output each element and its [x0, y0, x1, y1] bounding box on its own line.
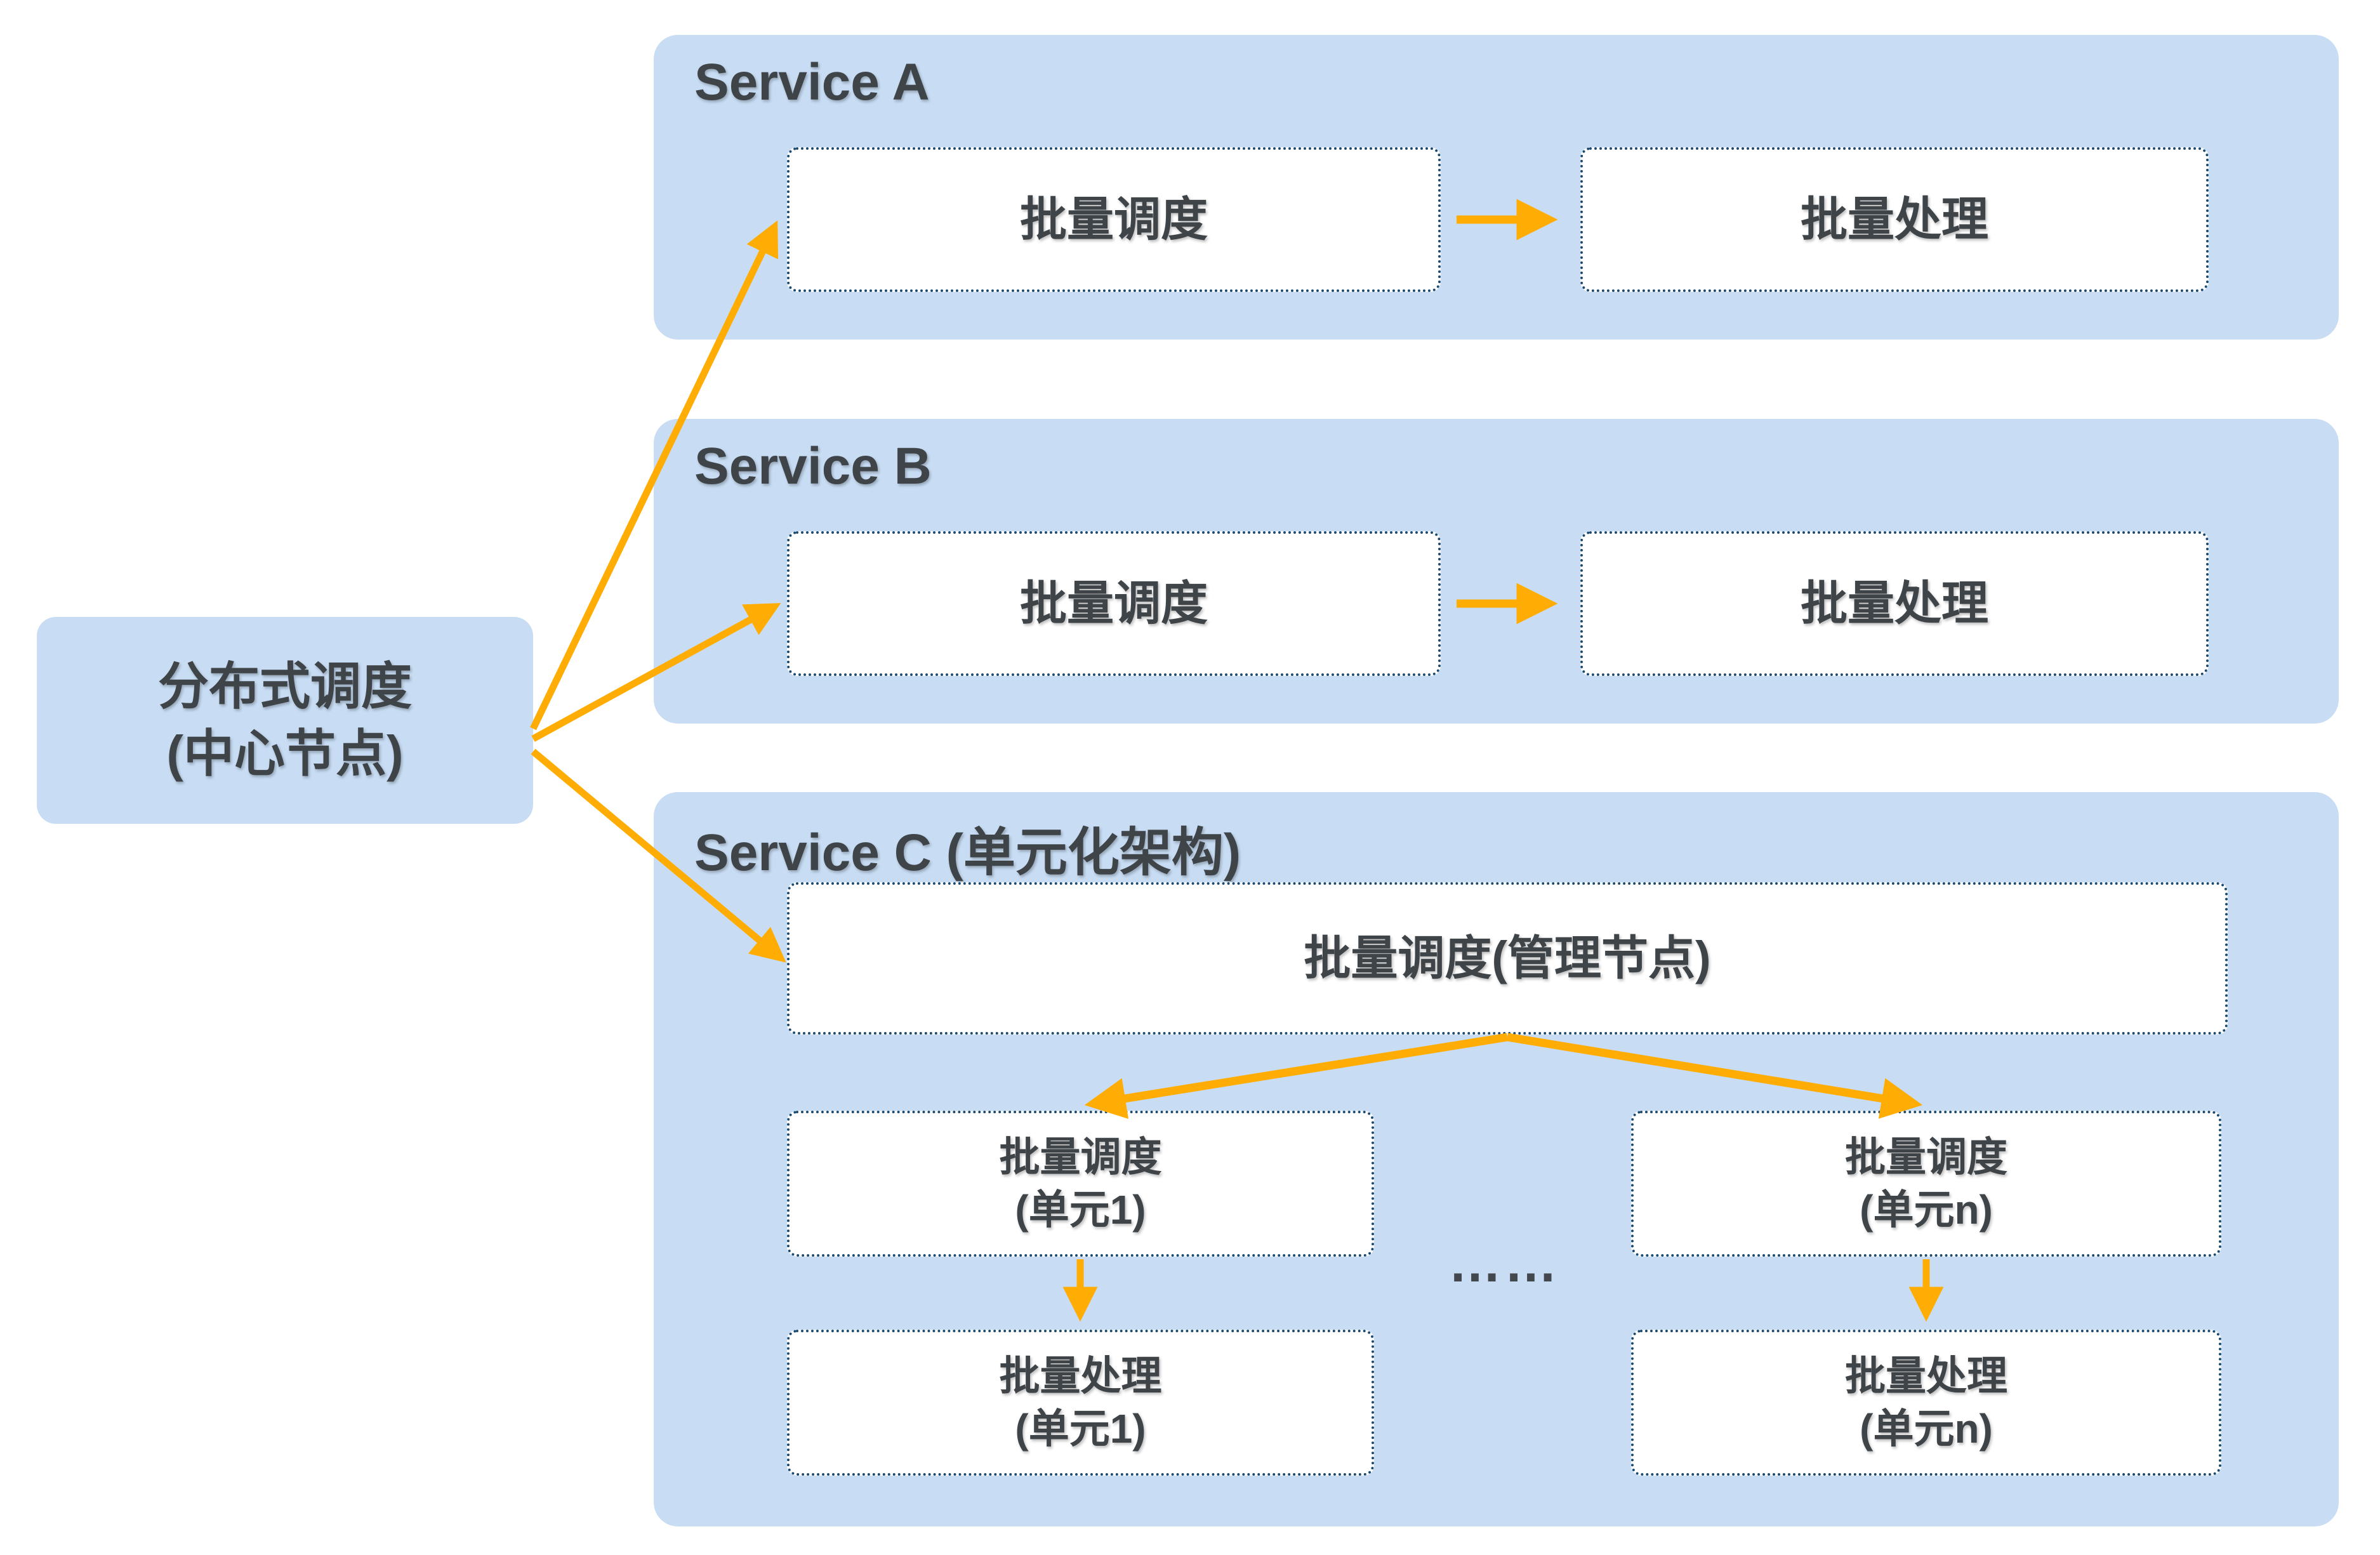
- unit1-processor-box: 批量处理 (单元1): [787, 1330, 1374, 1476]
- unit1-scheduler-label-line2: (单元1): [1015, 1187, 1146, 1233]
- service-a-processor-box: 批量处理: [1580, 147, 2209, 292]
- unitn-processor-label-line2: (单元n): [1860, 1406, 1993, 1452]
- unit1-scheduler-label-line1: 批量调度: [999, 1134, 1162, 1180]
- central-node-label-line2: (中心节点): [166, 725, 404, 782]
- service-c-title: Service C (单元化架构): [694, 824, 1241, 882]
- service-a-scheduler-box: 批量调度: [787, 147, 1441, 292]
- unitn-processor-label-line1: 批量处理: [1845, 1353, 2007, 1399]
- service-b-processor-box: 批量处理: [1580, 531, 2209, 676]
- unitn-scheduler-box: 批量调度 (单元n): [1631, 1111, 2221, 1257]
- central-scheduler-node: 分布式调度 (中心节点): [37, 617, 533, 824]
- service-b-scheduler-box: 批量调度: [787, 531, 1441, 676]
- unit1-scheduler-box: 批量调度 (单元1): [787, 1111, 1374, 1257]
- unit1-processor-label-line2: (单元1): [1015, 1406, 1146, 1452]
- unitn-scheduler-label-line1: 批量调度: [1845, 1134, 2007, 1180]
- service-a-scheduler-label: 批量调度: [1020, 192, 1208, 246]
- unitn-scheduler-label-line2: (单元n): [1860, 1187, 1993, 1233]
- service-b-title: Service B: [694, 437, 932, 495]
- service-b-processor-label: 批量处理: [1801, 576, 1988, 630]
- service-a-title: Service A: [694, 53, 930, 111]
- units-ellipsis: ……: [1448, 1233, 1560, 1293]
- unit1-processor-label-line1: 批量处理: [999, 1353, 1162, 1399]
- service-b-scheduler-label: 批量调度: [1020, 576, 1208, 630]
- service-c-management-box: 批量调度(管理节点): [787, 882, 2228, 1035]
- service-c-management-label: 批量调度(管理节点): [1304, 931, 1711, 984]
- service-a-processor-label: 批量处理: [1801, 192, 1988, 246]
- central-node-label-line1: 分布式调度: [158, 658, 412, 715]
- unitn-processor-box: 批量处理 (单元n): [1631, 1330, 2221, 1476]
